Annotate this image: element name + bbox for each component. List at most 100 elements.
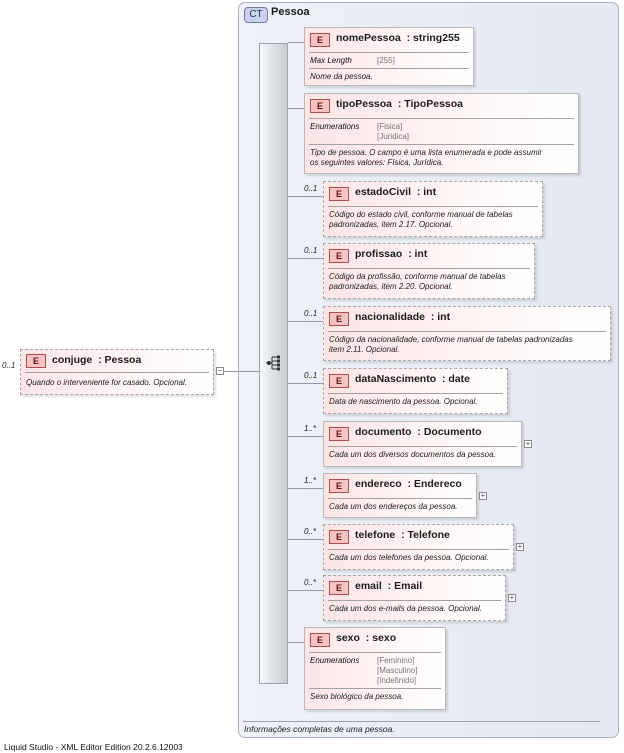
root-element-description: Quando o interveniente for casado. Opcio… bbox=[26, 378, 187, 387]
child-connector bbox=[288, 321, 323, 322]
element-description: Cada um dos endereços da pessoa. bbox=[329, 502, 458, 511]
element-description: Data de nascimento da pessoa. Opcional. bbox=[329, 397, 478, 406]
footer-version: Liquid Studio - XML Editor Edition 20.2.… bbox=[4, 742, 183, 752]
element-separator bbox=[328, 206, 538, 207]
element-description: Código do estado civil, conforme manual … bbox=[329, 210, 513, 219]
element-name-documento: documento : Documento bbox=[355, 426, 482, 438]
expand-toggle-email[interactable]: + bbox=[508, 593, 516, 602]
root-connector bbox=[224, 371, 238, 372]
element-description: Cada um dos telefones da pessoa. Opciona… bbox=[329, 553, 489, 562]
element-separator bbox=[328, 268, 530, 269]
element-description: Tipo de pessoa. O campo é uma lista enum… bbox=[310, 148, 543, 157]
root-cardinality: 0..1 bbox=[2, 361, 16, 370]
child-cardinality: 0..* bbox=[304, 527, 317, 536]
element-description: Cada um dos diversos documentos da pesso… bbox=[329, 450, 496, 459]
element-badge: E bbox=[329, 249, 349, 263]
child-connector bbox=[288, 642, 304, 643]
element-box-documento[interactable] bbox=[323, 421, 522, 467]
facet-value: [255] bbox=[377, 56, 395, 65]
element-name-estadoCivil: estadoCivil : int bbox=[355, 186, 437, 198]
child-cardinality: 0..* bbox=[304, 578, 317, 587]
element-box-sexo[interactable] bbox=[304, 627, 446, 710]
child-connector bbox=[288, 258, 323, 259]
child-connector bbox=[288, 196, 323, 197]
child-connector bbox=[288, 488, 323, 489]
element-separator bbox=[309, 652, 441, 653]
complex-type-separator bbox=[243, 721, 600, 722]
element-separator bbox=[309, 52, 469, 53]
element-box-estadoCivil[interactable] bbox=[323, 181, 543, 237]
sequence-icon[interactable] bbox=[265, 355, 283, 371]
facet-label: Max Length bbox=[310, 56, 352, 65]
expand-toggle-telefone[interactable]: + bbox=[516, 542, 524, 551]
element-separator bbox=[328, 446, 517, 447]
child-cardinality: 1..* bbox=[304, 476, 317, 485]
element-description: Código da nacionalidade, conforme manual… bbox=[329, 335, 573, 344]
element-description: os seguintes valores: Física, Jurídica. bbox=[310, 158, 444, 167]
element-badge: E bbox=[329, 581, 349, 595]
child-cardinality: 0..1 bbox=[304, 246, 318, 255]
element-name-nacionalidade: nacionalidade : int bbox=[355, 311, 451, 323]
complex-type-name: Pessoa bbox=[271, 6, 310, 18]
element-separator bbox=[328, 393, 503, 394]
element-badge: E bbox=[310, 99, 330, 113]
root-element-badge: E bbox=[26, 354, 46, 368]
element-box-nacionalidade[interactable] bbox=[323, 306, 611, 361]
element-name-nomePessoa: nomePessoa : string255 bbox=[336, 32, 460, 44]
child-cardinality: 0..1 bbox=[304, 309, 318, 318]
element-name-telefone: telefone : Telefone bbox=[355, 529, 450, 541]
element-box-email[interactable] bbox=[323, 575, 506, 621]
element-badge: E bbox=[329, 374, 349, 388]
element-separator bbox=[328, 331, 606, 332]
facet-separator bbox=[309, 68, 469, 69]
element-separator bbox=[328, 600, 501, 601]
element-box-telefone[interactable] bbox=[323, 524, 514, 570]
facet-value: [Indefinido] bbox=[377, 676, 417, 685]
child-connector bbox=[288, 108, 304, 109]
element-box-profissao[interactable] bbox=[323, 243, 535, 299]
root-collapse-toggle[interactable]: − bbox=[216, 366, 224, 375]
element-badge: E bbox=[329, 187, 349, 201]
element-description: item 2.11. Opcional. bbox=[329, 345, 400, 354]
element-box-nomePessoa[interactable] bbox=[304, 27, 474, 86]
element-badge: E bbox=[329, 530, 349, 544]
child-connector bbox=[288, 436, 323, 437]
facet-value: [Juridica] bbox=[377, 132, 410, 141]
child-connector bbox=[288, 383, 323, 384]
ct-to-sequence-connector bbox=[238, 371, 259, 372]
element-description: padronizadas, item 2.20. Opcional. bbox=[329, 282, 453, 291]
complex-type-badge: CT bbox=[244, 7, 268, 23]
facet-label: Enumerations bbox=[310, 122, 360, 131]
root-separator bbox=[25, 372, 209, 373]
child-connector bbox=[288, 590, 323, 591]
element-name-sexo: sexo : sexo bbox=[336, 632, 397, 644]
element-separator bbox=[328, 549, 509, 550]
element-badge: E bbox=[329, 312, 349, 326]
element-name-dataNascimento: dataNascimento : date bbox=[355, 373, 470, 385]
element-description: padronizadas, item 2.17. Opcional. bbox=[329, 220, 453, 229]
sequence-bar bbox=[259, 43, 288, 684]
facet-separator bbox=[309, 688, 441, 689]
element-name-email: email : Email bbox=[355, 580, 423, 592]
child-cardinality: 0..1 bbox=[304, 184, 318, 193]
child-cardinality: 1..* bbox=[304, 424, 317, 433]
element-name-profissao: profissao : int bbox=[355, 248, 428, 260]
child-cardinality: 0..1 bbox=[304, 371, 318, 380]
element-box-dataNascimento[interactable] bbox=[323, 368, 508, 414]
child-connector bbox=[288, 539, 323, 540]
element-box-tipoPessoa[interactable] bbox=[304, 93, 579, 174]
child-connector bbox=[288, 42, 304, 43]
facet-value: [Feminino] bbox=[377, 656, 415, 665]
expand-toggle-documento[interactable]: + bbox=[524, 439, 532, 448]
element-name-tipoPessoa: tipoPessoa : TipoPessoa bbox=[336, 98, 464, 110]
element-badge: E bbox=[310, 633, 330, 647]
element-separator bbox=[328, 498, 472, 499]
element-name-endereco: endereco : Endereco bbox=[355, 478, 462, 490]
expand-toggle-endereco[interactable]: + bbox=[479, 491, 487, 500]
element-badge: E bbox=[310, 33, 330, 47]
element-description: Sexo biológico da pessoa. bbox=[310, 692, 404, 701]
element-badge: E bbox=[329, 479, 349, 493]
facet-value: [Masculino] bbox=[377, 666, 418, 675]
element-description: Nome da pessoa. bbox=[310, 72, 373, 81]
element-description: Código da profissão, conforme manual de … bbox=[329, 272, 506, 281]
